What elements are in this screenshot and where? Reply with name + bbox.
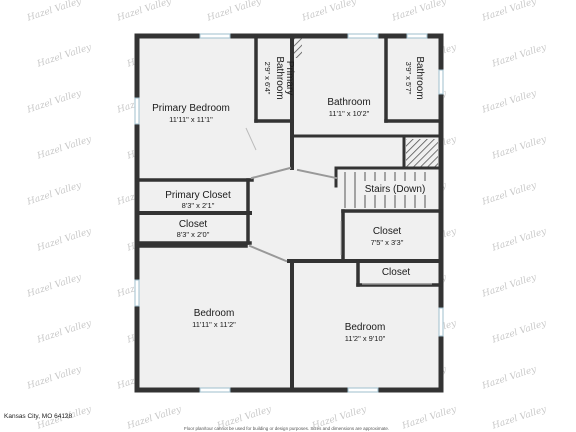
room-labels: Primary Bedroom 11'11" x 11'1" Primary B…	[152, 56, 431, 343]
room-closet-left: Closet 8'3" x 2'0"	[177, 219, 210, 239]
room-bedroom-right: Bedroom 11'2" x 9'10"	[345, 322, 386, 343]
watermark-text: Hazel Valley	[400, 404, 458, 431]
room-dimensions: 8'3" x 2'1"	[182, 201, 215, 210]
room-dimensions: 2'9" x 6'4"	[263, 62, 272, 95]
room-dimensions: 11'2" x 9'10"	[345, 334, 386, 343]
chute-hatch	[294, 38, 302, 58]
room-primary-bathroom: Primary Bathroom 2'9" x 6'4"	[263, 56, 295, 99]
room-bedroom-left: Bedroom 11'11" x 11'2"	[192, 308, 236, 329]
watermark-text: Hazel Valley	[35, 42, 93, 69]
door-lines	[245, 127, 432, 285]
room-closet-small: Closet	[382, 267, 411, 278]
watermark-text: Hazel Valley	[35, 318, 93, 345]
room-primary-bedroom: Primary Bedroom 11'11" x 11'1"	[152, 103, 230, 124]
room-name: Bathroom	[327, 97, 370, 108]
watermark-text: Hazel Valley	[490, 42, 548, 69]
windows	[134, 33, 444, 393]
watermark-text: Hazel Valley	[480, 272, 538, 299]
room-name: Closet	[179, 219, 208, 230]
watermark-text: Hazel Valley	[25, 0, 83, 24]
watermark-text: Hazel Valley	[25, 364, 83, 391]
footer-location: Kansas City, MO 64128	[4, 413, 73, 420]
room-name: Closet	[373, 226, 402, 237]
watermark-text: Hazel Valley	[490, 404, 548, 431]
watermark-text: Hazel Valley	[125, 404, 183, 431]
room-dimensions: 11'11" x 11'1"	[169, 115, 213, 124]
watermark-text: Hazel Valley	[205, 0, 263, 24]
shaft-hatch	[406, 139, 438, 167]
watermark-text: Hazel Valley	[25, 180, 83, 207]
watermark-text: Hazel Valley	[35, 134, 93, 161]
room-name: Bedroom	[194, 308, 235, 319]
room-name: Primary Closet	[165, 190, 231, 201]
room-closet-right: Closet 7'5" x 3'3"	[371, 226, 404, 247]
watermark-text: Hazel Valley	[490, 134, 548, 161]
stairs-label-bg	[359, 181, 431, 195]
watermark-text: Hazel Valley	[480, 0, 538, 24]
watermark-text: Hazel Valley	[115, 0, 173, 24]
footer-disclaimer: Floor plan/tour cannot be used for build…	[184, 426, 390, 431]
room-dimensions: 3'9" x 5'7"	[404, 62, 413, 95]
watermark-text: Hazel Valley	[300, 0, 358, 24]
watermark-text: Hazel Valley	[25, 272, 83, 299]
room-name-line1: Primary	[284, 61, 295, 95]
watermark-text: Hazel Valley	[490, 226, 548, 253]
watermark-text: Hazel Valley	[35, 226, 93, 253]
room-name: Primary Bedroom	[152, 103, 230, 114]
room-name: Bathroom	[414, 56, 425, 99]
room-primary-closet: Primary Closet 8'3" x 2'1"	[165, 190, 231, 210]
watermark-text: Hazel Valley	[390, 0, 448, 24]
room-dimensions: 11'11" x 11'2"	[192, 320, 236, 329]
watermark-text: Hazel Valley	[480, 364, 538, 391]
room-dimensions: 7'5" x 3'3"	[371, 238, 404, 247]
room-name: Closet	[382, 267, 411, 278]
room-bathroom-small: Bathroom 3'9" x 5'7"	[404, 56, 425, 99]
room-name: Stairs (Down)	[365, 184, 426, 195]
watermark-text: Hazel Valley	[480, 88, 538, 115]
watermark-text: Hazel Valley	[480, 180, 538, 207]
room-name: Bedroom	[345, 322, 386, 333]
room-bathroom-center: Bathroom 11'1" x 10'2"	[327, 97, 370, 118]
room-stairs: Stairs (Down)	[359, 181, 431, 195]
walls	[134, 33, 444, 393]
watermark-text: Hazel Valley	[25, 88, 83, 115]
room-dimensions: 11'1" x 10'2"	[329, 109, 370, 118]
room-name-line2: Bathroom	[274, 56, 285, 99]
room-dimensions: 8'3" x 2'0"	[177, 230, 210, 239]
watermark-text: Hazel Valley	[490, 318, 548, 345]
